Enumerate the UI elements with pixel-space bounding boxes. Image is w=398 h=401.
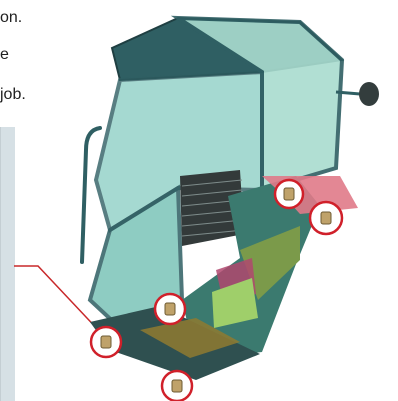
mirror-icon <box>359 82 379 106</box>
mirror-arm <box>336 92 360 94</box>
handrail <box>82 128 100 262</box>
